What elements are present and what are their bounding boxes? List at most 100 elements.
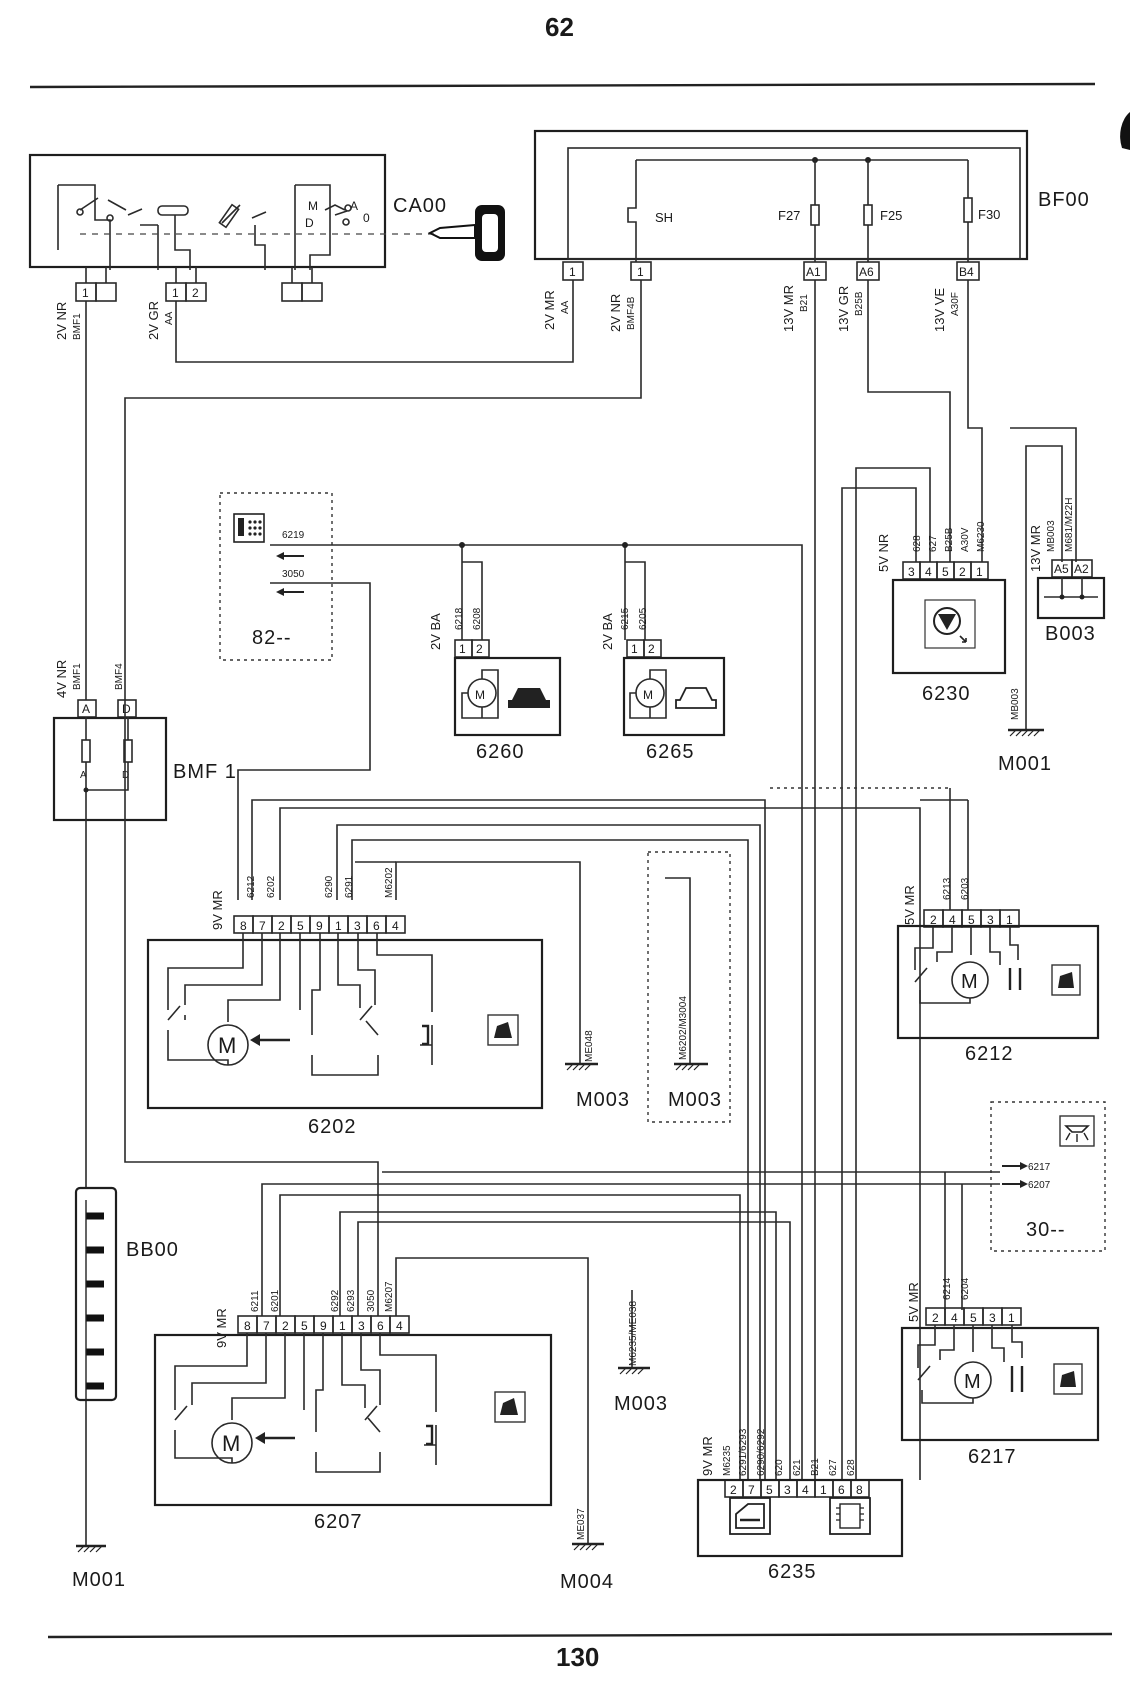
wire-label: BMF4B: [626, 296, 637, 330]
wire-label: B21: [810, 1458, 821, 1476]
pin: 1: [459, 642, 466, 656]
pin: 4: [951, 1311, 958, 1325]
pin: 3: [989, 1311, 996, 1325]
c6265-label: 6265: [646, 741, 695, 763]
wire-label: AA: [164, 311, 175, 325]
m003-b-label: M003: [668, 1089, 722, 1111]
pin: 1: [631, 642, 638, 656]
svg-text:M: M: [961, 971, 978, 993]
wire-label: A30F: [950, 292, 961, 316]
switch-label-a: A: [350, 199, 358, 213]
wire-label: 6291: [344, 875, 355, 898]
pin: 2: [930, 913, 937, 927]
pin: 9: [316, 919, 323, 933]
bf00-pin: A1: [806, 265, 821, 279]
svg-text:M: M: [475, 688, 485, 702]
pin: 4: [949, 913, 956, 927]
wire-label: 6213: [942, 877, 953, 900]
bf00-pin: B4: [959, 265, 974, 279]
wire-label: 6203: [960, 877, 971, 900]
pin: 7: [748, 1483, 755, 1497]
wire-label: 2V NR: [608, 294, 623, 332]
wire-label: 627: [828, 1459, 839, 1476]
pin: 5: [766, 1483, 773, 1497]
pin: 1: [1006, 913, 1013, 927]
fuse-f25-label: F25: [880, 208, 902, 223]
ceiling-light-icon: [1059, 1115, 1095, 1147]
wire-label: 6214: [942, 1277, 953, 1300]
bf00-pin: 1: [569, 265, 576, 279]
switch-label-m: M: [308, 199, 318, 213]
component-bmf1: 4V NR BMF1 BMF4 A D A D BMF 1: [52, 660, 237, 822]
warning-lamp-icon: [924, 599, 976, 649]
ref-82-block: 6219 3050 82--: [219, 492, 333, 661]
wire-label: 13V GR: [836, 286, 851, 332]
c6230-label: 6230: [922, 683, 971, 705]
pin: 4: [396, 1319, 403, 1333]
wire-label: 6217: [1028, 1162, 1051, 1173]
wire-label: ME048: [584, 1030, 595, 1062]
b003-label: B003: [1045, 623, 1096, 645]
pin: 4: [392, 919, 399, 933]
wire-label: MB003: [1010, 688, 1021, 720]
c6235-label: 6235: [768, 1561, 817, 1583]
wire-label: 6215: [620, 607, 631, 630]
pin: 4: [925, 565, 932, 579]
pin: 2: [476, 642, 483, 656]
wire-label: 3050: [282, 569, 305, 580]
wire-label: 2V GR: [146, 301, 161, 340]
switch-label-d: D: [305, 216, 314, 230]
wire-label: M6207: [384, 1281, 395, 1312]
component-6212: 5V MR 6213 6203 2 4 5 3 1 M 6212: [896, 877, 1100, 1065]
wire-label: ME037: [576, 1508, 587, 1540]
pin: 1: [1008, 1311, 1015, 1325]
wire-label: 4V NR: [54, 660, 69, 698]
wire-label: 2V BA: [428, 613, 443, 650]
bf00-pin: A6: [859, 265, 874, 279]
pin: 5: [301, 1319, 308, 1333]
pin: A2: [1074, 562, 1089, 576]
pin: A: [82, 702, 90, 716]
pin: 3: [354, 919, 361, 933]
pin: 1: [335, 919, 342, 933]
c6217-label: 6217: [968, 1446, 1017, 1468]
pin: 8: [856, 1483, 863, 1497]
wire-label: M6230: [976, 521, 987, 552]
component-6207: 9V MR 6211 6201 6292 6293 3050 M6207 8 7…: [153, 1281, 553, 1533]
component-6265: 2V BA 6215 6205 1 2 M 6265: [600, 542, 726, 763]
ground-m003-a: ME048 M003: [565, 1030, 629, 1111]
wire-label: BMF1: [72, 313, 83, 340]
ref-30-label: 30--: [1026, 1219, 1066, 1241]
c6207-label: 6207: [314, 1511, 363, 1533]
pin: 7: [263, 1319, 270, 1333]
ground-m004: ME037 M004: [560, 1508, 613, 1593]
wire-label: MB003: [1046, 520, 1057, 552]
car-door-icon: [1051, 964, 1081, 996]
c6207-connector: 8 7 2 5 9 1 3 6 4: [237, 1315, 410, 1334]
wire-label: 6293: [346, 1289, 357, 1312]
ca00-label: CA00: [393, 195, 447, 217]
svg-text:M: M: [218, 1033, 236, 1058]
pin: 2: [648, 642, 655, 656]
wire-label: 2V NR: [54, 302, 69, 340]
pin: 8: [240, 919, 247, 933]
wire-label: 627: [928, 535, 939, 552]
wire-label: B25B: [854, 291, 865, 316]
c6260-label: 6260: [476, 741, 525, 763]
bmf1-label: BMF 1: [173, 761, 237, 783]
c6202-connector: 8 7 2 5 9 1 3 6 4: [233, 915, 406, 934]
wire-label: M6202/M3004: [678, 996, 689, 1060]
fuse-f27-label: F27: [778, 208, 800, 223]
svg-text:M: M: [964, 1371, 981, 1393]
wire-label: 6201: [270, 1289, 281, 1312]
wire-label: 6211: [250, 1290, 261, 1312]
pin: 5: [942, 565, 949, 579]
m001-right-label: M001: [998, 753, 1052, 775]
wire-label: 6218: [454, 607, 465, 630]
wire-label: 628: [912, 535, 923, 552]
pin: 1: [976, 565, 983, 579]
bf00-pin: 1: [637, 265, 644, 279]
component-6235: 9V MR M6235 6291/6293 6290/6292 620 621 …: [696, 1428, 904, 1583]
pin: D: [122, 702, 131, 716]
